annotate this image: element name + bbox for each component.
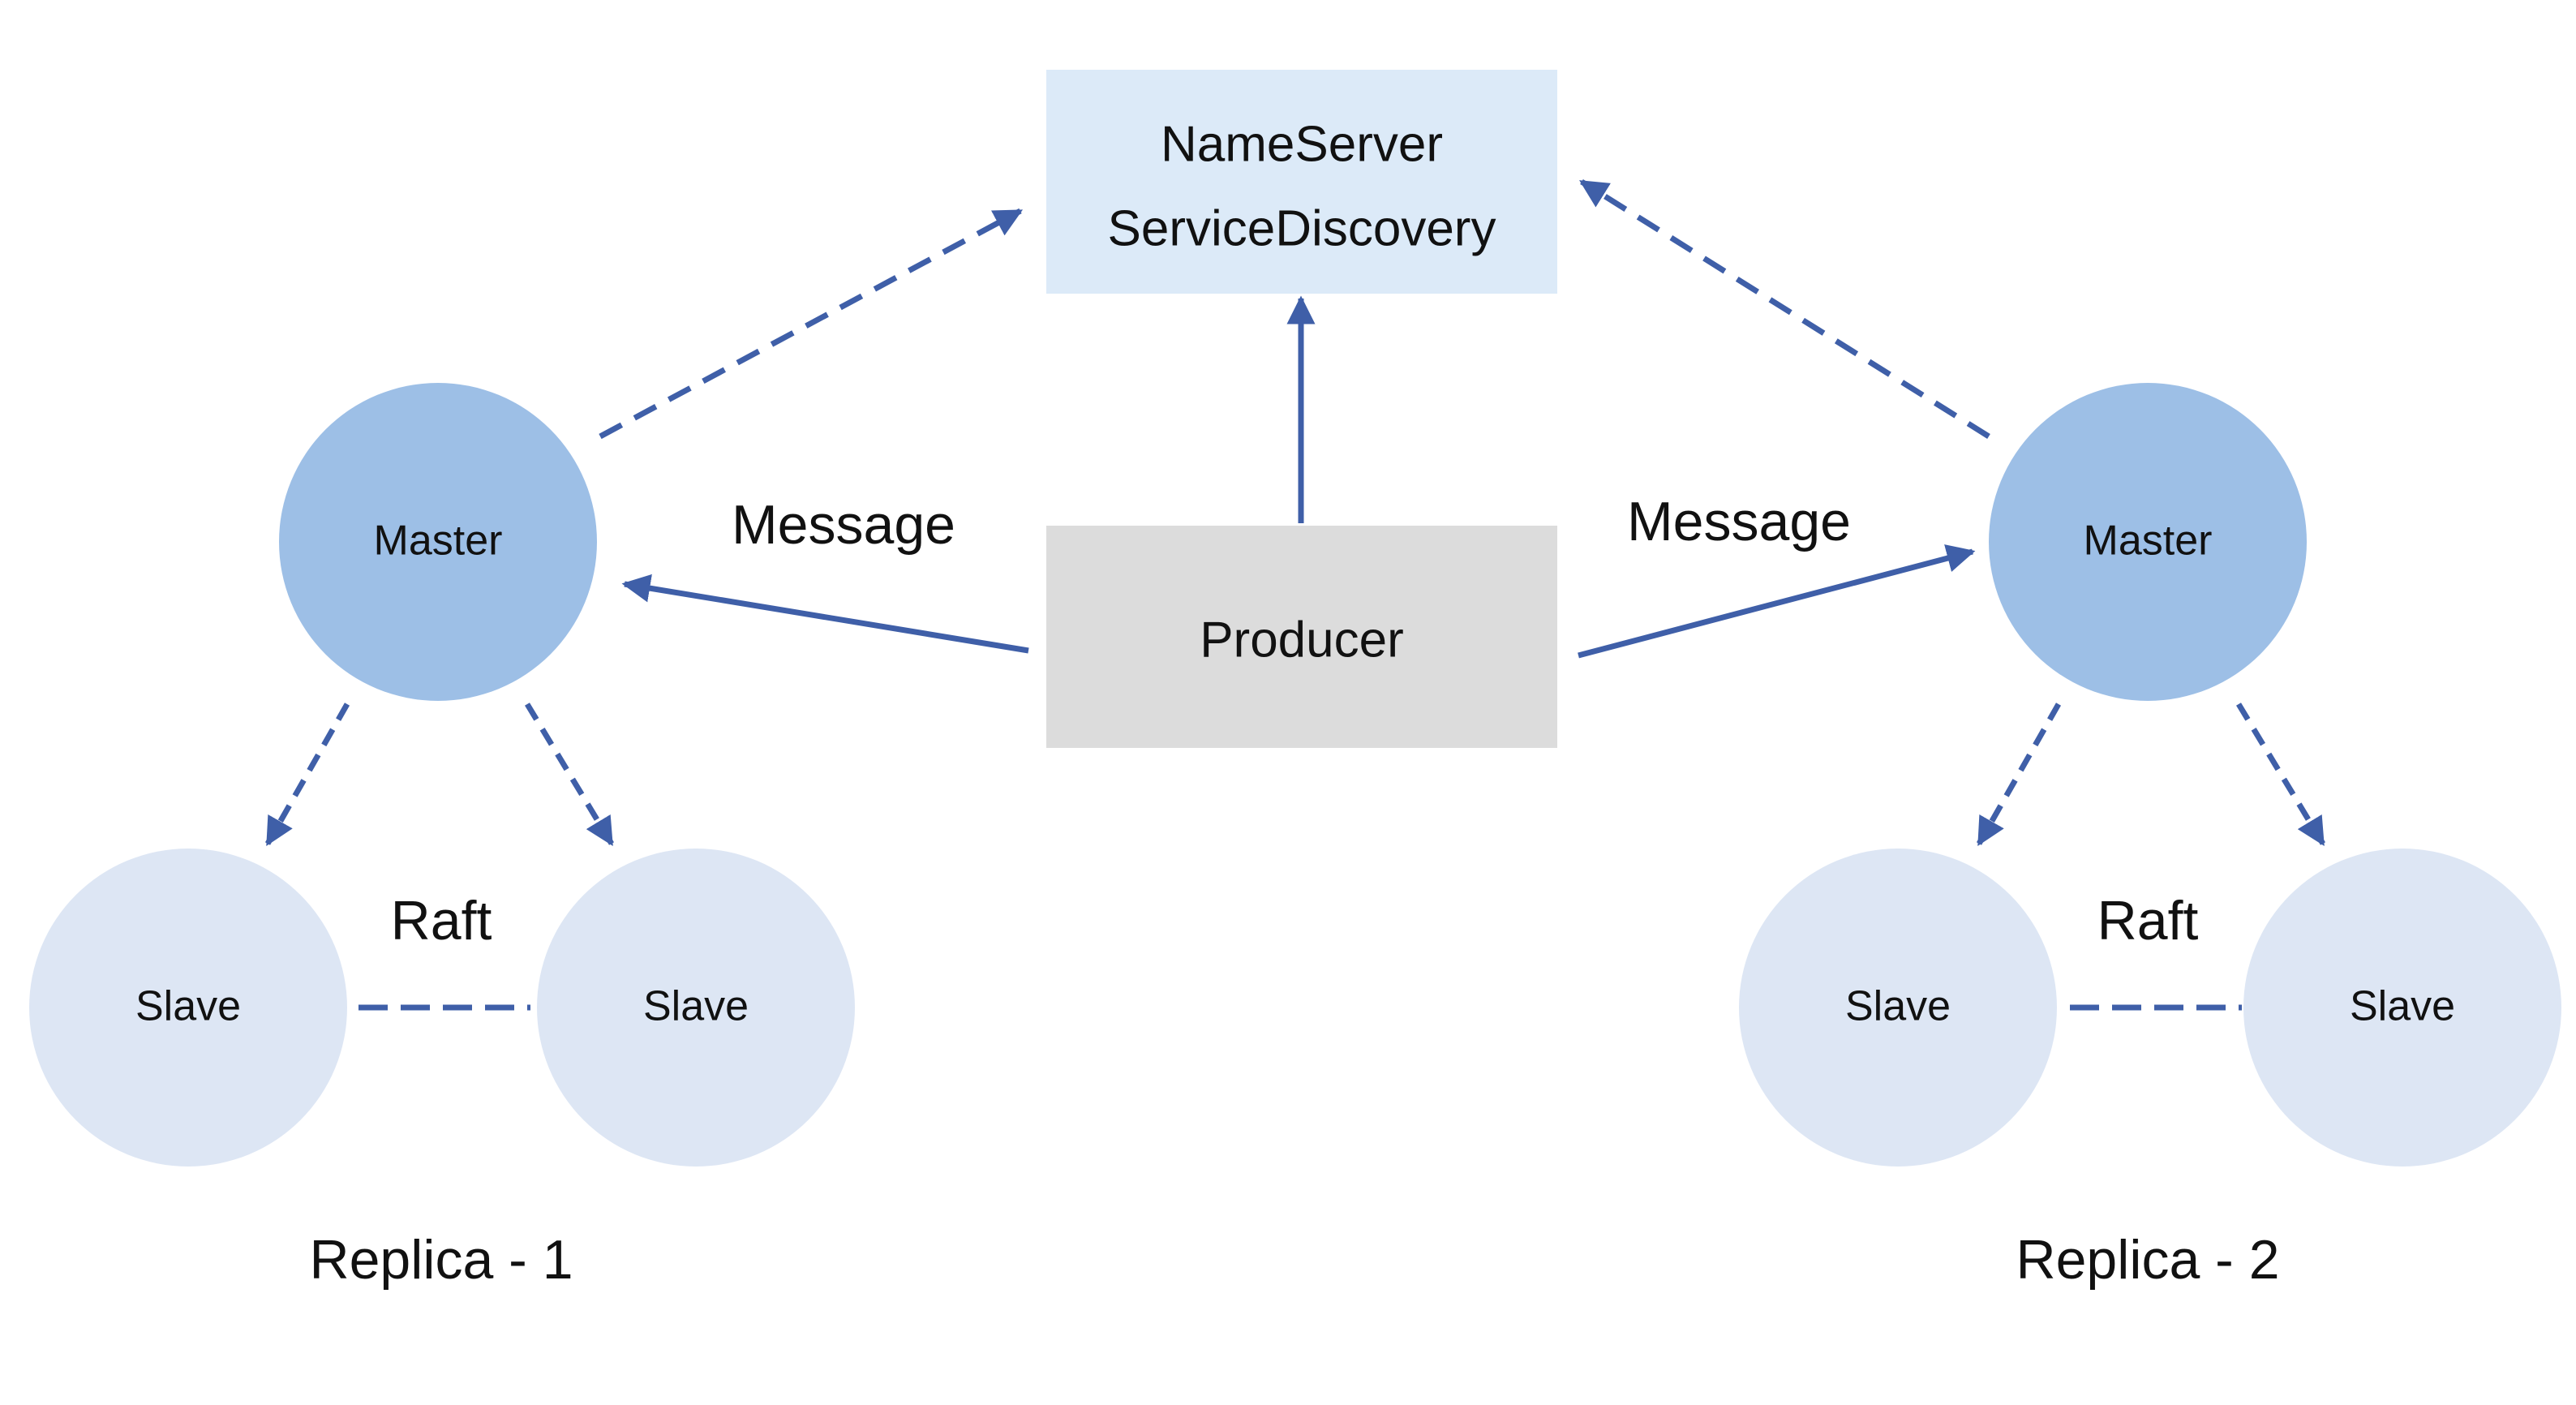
edge-producer-to-master-left	[621, 574, 1029, 654]
slave-node-right-a	[1739, 849, 2057, 1167]
replica-label-right: Replica - 2	[2016, 1229, 2279, 1291]
slave-label-right-a: Slave	[1845, 983, 1951, 1030]
slave-label-right-b: Slave	[2350, 983, 2455, 1030]
edge-master-left-to-slave-b	[525, 702, 614, 846]
producer-node: Producer	[1046, 526, 1557, 748]
edge-master-right-to-slave-a	[1976, 702, 2062, 847]
edge-master-left-to-nameserver	[599, 208, 1024, 440]
nameserver-subtitle: ServiceDiscovery	[1108, 200, 1496, 256]
producer-box	[1046, 526, 1557, 748]
raft-label-left: Raft	[391, 890, 492, 952]
replica-1-group: Master Slave Slave Raft Replica - 1	[29, 383, 855, 1291]
edge-master-right-to-slave-b	[2236, 702, 2325, 846]
edge-producer-to-master-right	[1578, 544, 1976, 659]
replica-label-left: Replica - 1	[309, 1229, 573, 1291]
producer-label: Producer	[1200, 612, 1404, 668]
master-node-right	[1989, 383, 2307, 701]
message-label-right: Message	[1627, 491, 1851, 552]
nameserver-title: NameServer	[1161, 116, 1443, 172]
nameserver-box	[1046, 70, 1557, 294]
edge-master-right-to-nameserver	[1579, 179, 1990, 439]
slave-label-left-a: Slave	[135, 983, 241, 1030]
master-label-right: Master	[2084, 518, 2213, 565]
master-node-left	[279, 383, 597, 701]
raft-label-right: Raft	[2097, 890, 2199, 952]
edge-master-left-to-slave-a	[264, 702, 350, 847]
slave-node-right-b	[2243, 849, 2561, 1167]
slave-label-left-b: Slave	[643, 983, 749, 1030]
edges	[264, 179, 2325, 1011]
nameserver-node: NameServer ServiceDiscovery	[1046, 70, 1557, 294]
master-label-left: Master	[374, 518, 503, 565]
slave-node-left-b	[537, 849, 855, 1167]
slave-node-left-a	[29, 849, 347, 1167]
replica-2-group: Master Slave Slave Raft Replica - 2	[1739, 383, 2561, 1291]
message-label-left: Message	[732, 494, 955, 556]
